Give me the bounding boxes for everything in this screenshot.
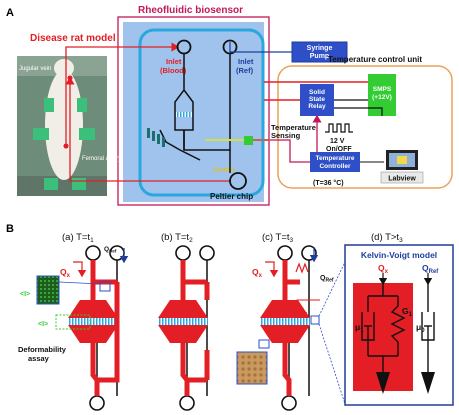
kv-qref-label: QRef xyxy=(422,263,439,275)
outlet-label: Outlet xyxy=(213,165,235,174)
channel-diagram-b xyxy=(158,245,215,411)
mu1-label: μ1 xyxy=(355,322,364,334)
electrode-array xyxy=(147,128,165,147)
relay-ground-line xyxy=(334,107,383,116)
temp-control-label: Temperature control unit xyxy=(328,55,422,64)
channel-diagram-c xyxy=(260,245,317,411)
subpanel-c-title: (c) T=t3 xyxy=(262,232,294,244)
inset-image-1 xyxy=(36,275,60,305)
kv-qx-label: Qx xyxy=(378,263,389,275)
rat-photo xyxy=(17,56,107,196)
subpanel-d-title: (d) T>t3 xyxy=(371,232,403,244)
kv-element xyxy=(361,284,435,372)
rbc-inset-image xyxy=(236,351,268,385)
intensity-label-1: <I> xyxy=(20,291,30,298)
channel-diagram-a xyxy=(68,245,125,411)
mu0-label: μ0 xyxy=(416,322,425,334)
intensity-label-2: <I> xyxy=(38,321,48,328)
biosensor-frame xyxy=(117,16,270,206)
microfluidic-chip xyxy=(138,28,265,197)
qx-bracket-c xyxy=(296,299,320,305)
zoom-line-bottom xyxy=(318,323,346,405)
qref-label-c: QRef xyxy=(320,275,334,284)
channel-network xyxy=(159,54,231,173)
roi-connector-1 xyxy=(58,281,101,285)
pillar-array xyxy=(176,112,192,117)
labview-label: Labview xyxy=(388,176,416,183)
qx-label-a: Qx xyxy=(60,267,71,279)
roi-box-4 xyxy=(310,315,320,325)
femoral-artery-label: Femoral artery xyxy=(82,156,121,162)
temperature-controller xyxy=(310,152,360,172)
biosensor-title: Rheofluidic biosensor xyxy=(138,5,243,16)
zoom-line-top xyxy=(318,261,346,317)
setpoint-label: (T=36 °C) xyxy=(313,179,344,187)
peltier-label: Peltier chip xyxy=(210,192,253,201)
outlet-port xyxy=(229,172,247,190)
roi-box-3 xyxy=(258,339,270,349)
g1-label: G1 xyxy=(402,306,413,318)
qx-label-c: Qx xyxy=(252,267,263,279)
inlet-ref-port xyxy=(222,39,238,55)
kelvin-voigt-title: Kelvin-Voigt model xyxy=(361,250,437,260)
qx-arrow-c xyxy=(265,261,279,278)
pwm-signal-icon xyxy=(325,123,353,133)
labview-icon xyxy=(397,156,407,164)
syringe-line xyxy=(229,42,292,53)
qref-label-a: QRef xyxy=(104,246,117,254)
kv-arrow-head-left xyxy=(376,372,390,394)
disease-model-label: Disease rat model xyxy=(30,33,116,44)
inlet-blood-label: Inlet(Blood) xyxy=(160,57,187,75)
solid-state-relay xyxy=(300,84,334,116)
blood-inflow-tube xyxy=(65,42,180,146)
roi-box-2 xyxy=(55,314,91,330)
jugular-vein-label: Jugular vein xyxy=(19,66,51,72)
qx-label-c2: Qx xyxy=(298,306,308,317)
inlet-ref-label: Inlet(Ref) xyxy=(236,57,254,75)
kv-arrow-head-right xyxy=(421,372,435,394)
roi-box-1 xyxy=(99,281,111,292)
spring-icon xyxy=(295,262,309,274)
sensing-line xyxy=(253,139,310,163)
panel-b-label: B xyxy=(6,223,14,235)
inlet-blood-port xyxy=(176,39,192,55)
blood-return-tube xyxy=(65,76,231,182)
panel-a-label: A xyxy=(6,7,14,19)
smps-label: SMPS(+12V) xyxy=(372,86,392,101)
subpanel-b-title: (b) T=t2 xyxy=(161,232,193,244)
temperature-sensor xyxy=(244,136,253,145)
labview-tag xyxy=(380,171,424,184)
qx-arrow-a xyxy=(73,261,87,278)
subpanel-a-title: (a) T=t1 xyxy=(62,232,94,244)
